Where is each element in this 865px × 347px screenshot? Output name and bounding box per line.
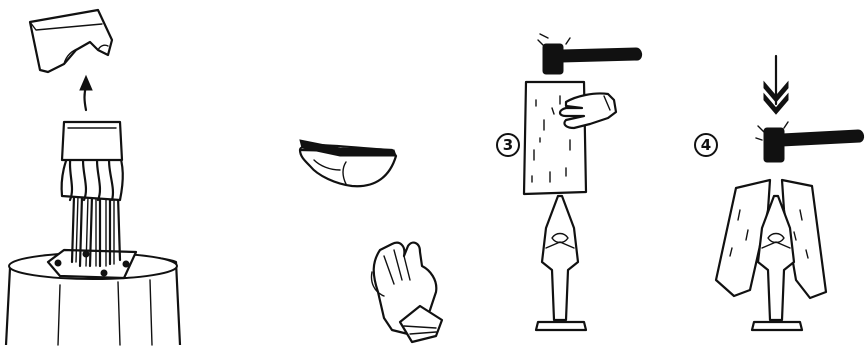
step-4: 4	[695, 56, 864, 330]
step-4-number: 4	[701, 136, 711, 154]
arrow-up-icon	[80, 76, 92, 110]
casting-figure	[536, 196, 586, 330]
gloves-icon	[372, 243, 443, 342]
down-arrows-icon	[764, 56, 788, 114]
safety-glasses-icon	[300, 140, 396, 186]
hammer-icon-step-4	[756, 122, 864, 162]
hammer-icon	[538, 34, 642, 74]
pedestal-casting-icon	[48, 122, 136, 278]
step-3-number: 3	[503, 136, 513, 154]
cap-removed-icon	[30, 10, 112, 72]
step-3: 3	[497, 34, 642, 330]
panel-1	[6, 10, 180, 345]
